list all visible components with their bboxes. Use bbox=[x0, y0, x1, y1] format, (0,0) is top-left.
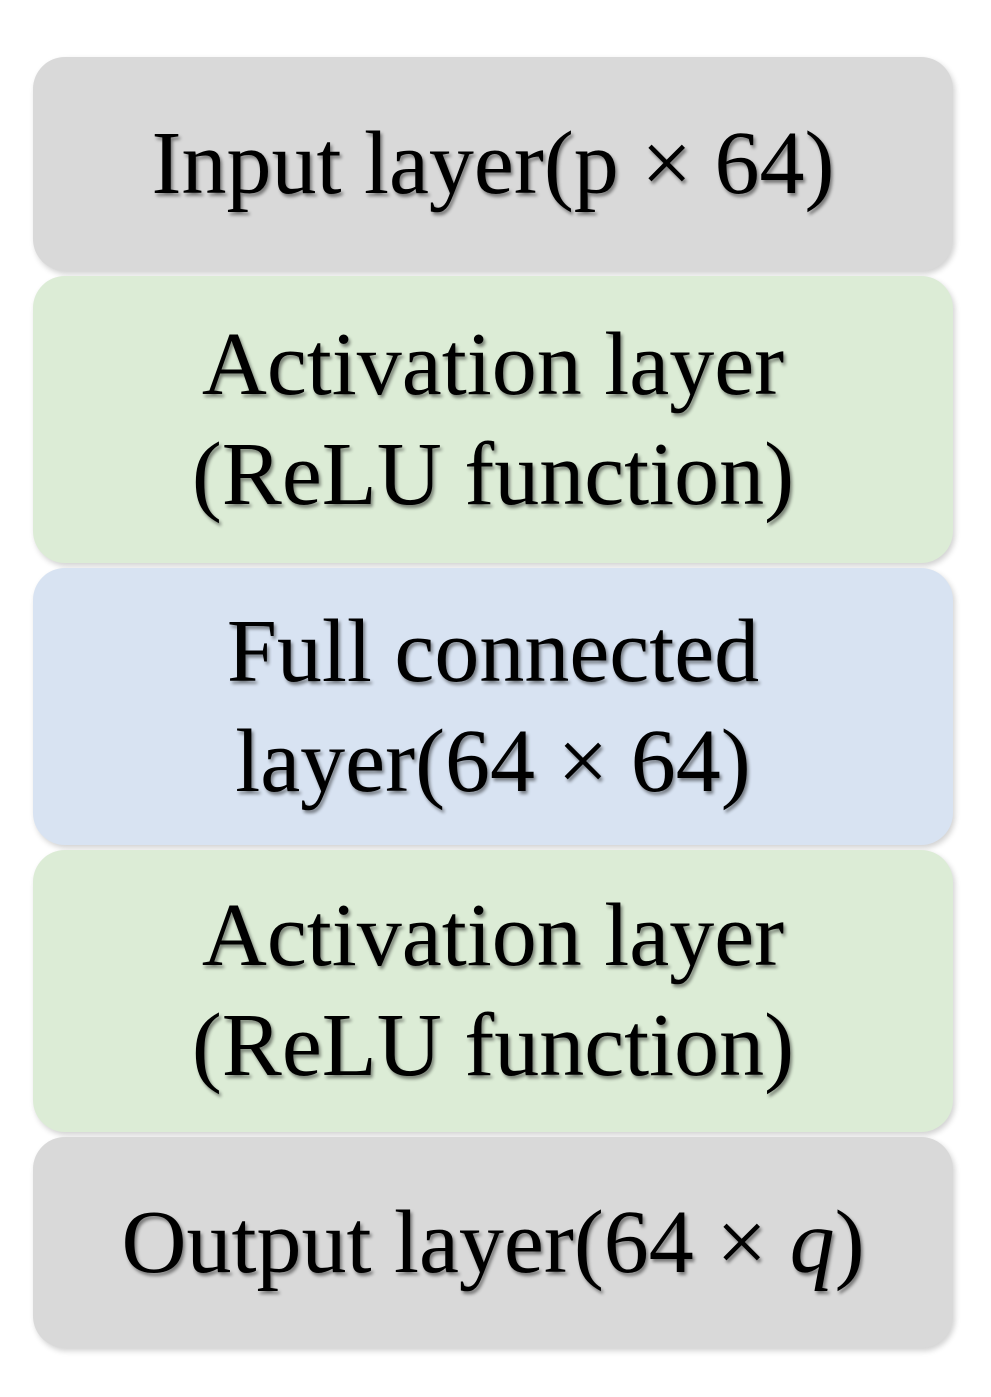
activation-layer-2-box: Activation layer (ReLU function) bbox=[33, 850, 953, 1132]
output-layer-variable-q: q bbox=[789, 1192, 835, 1292]
full-connected-layer-label: Full connected layer(64 × 64) bbox=[227, 597, 759, 817]
input-layer-text: Input layer(p × 64) bbox=[151, 114, 835, 214]
activation-layer-1-line-1: Activation layer bbox=[201, 314, 785, 414]
activation-layer-1-label: Activation layer (ReLU function) bbox=[192, 310, 794, 530]
output-layer-label: Output layer(64 × q) bbox=[121, 1188, 864, 1298]
output-layer-box: Output layer(64 × q) bbox=[33, 1137, 953, 1348]
activation-layer-2-line-2: (ReLU function) bbox=[191, 996, 795, 1095]
input-layer-box: Input layer(p × 64) bbox=[33, 57, 953, 271]
layer-diagram: Input layer(p × 64) Activation layer (Re… bbox=[33, 57, 953, 1348]
full-connected-layer-line-2: layer(64 × 64) bbox=[235, 711, 751, 811]
output-layer-text-suffix: ) bbox=[834, 1192, 865, 1292]
output-layer-text-prefix: Output layer(64 × bbox=[121, 1192, 790, 1292]
activation-layer-1-box: Activation layer (ReLU function) bbox=[33, 276, 953, 563]
input-layer-label: Input layer(p × 64) bbox=[151, 109, 834, 219]
activation-layer-1-line-2: (ReLU function) bbox=[191, 424, 795, 524]
activation-layer-2-label: Activation layer (ReLU function) bbox=[192, 881, 794, 1101]
full-connected-layer-line-1: Full connected bbox=[226, 601, 760, 701]
full-connected-layer-box: Full connected layer(64 × 64) bbox=[33, 568, 953, 845]
output-layer-text: Output layer(64 × q) bbox=[121, 1188, 864, 1298]
activation-layer-2-line-1: Activation layer bbox=[201, 886, 785, 986]
